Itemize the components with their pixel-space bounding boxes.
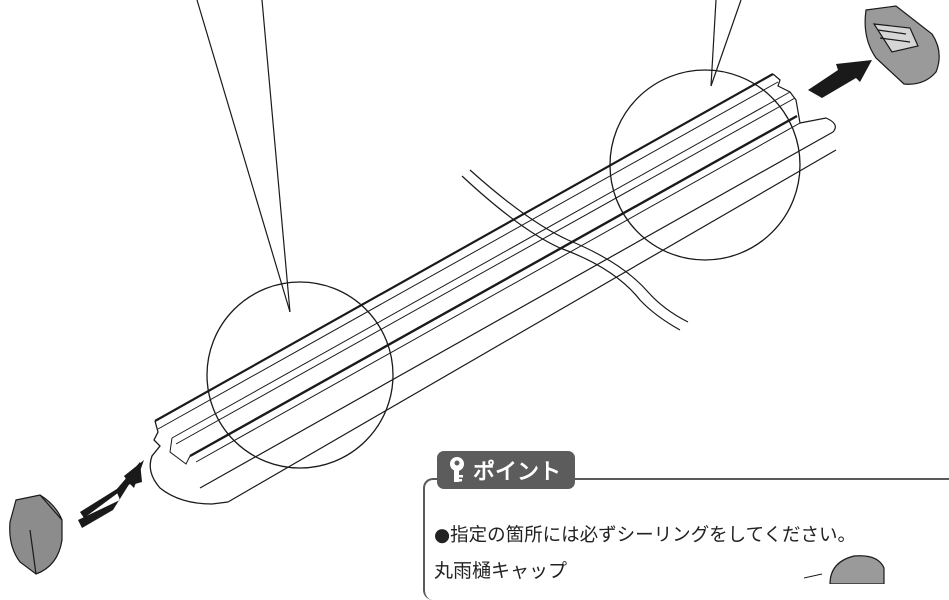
arrow-left-icon	[808, 60, 872, 98]
gutter-assembly-diagram	[9, 0, 940, 575]
point-tab-label: ポイント	[473, 460, 562, 485]
point-tab: ポイント	[437, 451, 576, 489]
seal-point-circle-left	[206, 281, 394, 469]
leader-lines	[196, 0, 742, 313]
cable	[461, 169, 689, 331]
end-cap-left	[9, 494, 63, 575]
rain-gutter	[149, 73, 837, 505]
seal-point-circle-right	[609, 69, 801, 261]
cap-illustration	[803, 555, 885, 584]
arrow-right-icon	[78, 460, 144, 528]
key-icon	[450, 457, 464, 482]
end-cap-right	[864, 5, 940, 85]
sealing-instruction: ●指定の箇所には必ずシーリングをしてください。	[434, 525, 857, 546]
cap-label: 丸雨樋キャップ	[434, 560, 568, 582]
